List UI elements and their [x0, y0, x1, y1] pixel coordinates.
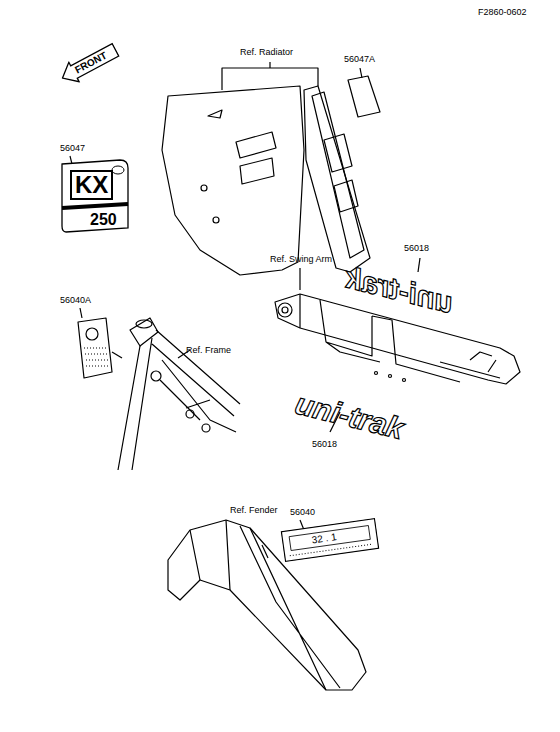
decal-lettering: uni-trak	[292, 388, 406, 444]
callout-label: Ref. Frame	[186, 346, 231, 355]
label-card: 32 . 1	[280, 517, 380, 562]
decal: KX 250	[60, 158, 130, 234]
callout-label: Ref. Swing Arm	[270, 255, 332, 264]
node-text: KX	[70, 170, 113, 200]
callout-label: F2860-0602	[478, 8, 527, 17]
callout-label: 56040	[290, 508, 315, 517]
node-text: 250	[90, 212, 117, 228]
front-arrow: FRONT	[56, 39, 122, 89]
callout-label: 56040A	[60, 296, 91, 305]
callout-label: 56018	[404, 244, 429, 253]
callout-label: Ref. Fender	[230, 506, 278, 515]
callout-label: 56047	[60, 144, 85, 153]
callout-label: Ref. Radiator	[240, 48, 293, 57]
callout-label: 56047A	[344, 55, 375, 64]
callout-label: 56018	[312, 440, 337, 449]
